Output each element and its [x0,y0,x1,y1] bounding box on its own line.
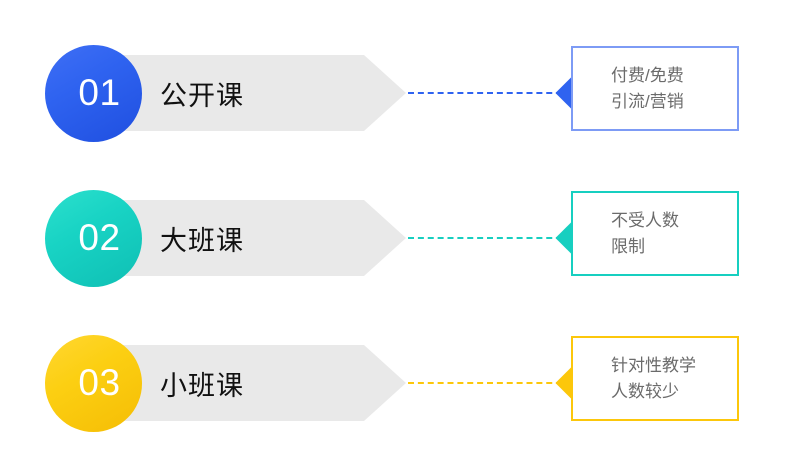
dashed-connector-2 [408,237,572,239]
step-number-1: 01 [78,72,121,113]
callout-line: 付费/免费 [611,65,684,85]
callout-box-2: 不受人数 限制 [571,191,739,276]
callout-line: 人数较少 [611,381,679,401]
callout-line: 引流/营销 [611,91,684,111]
diagram-row-3: 小班课 03 针对性教学 人数较少 [0,330,797,440]
dashed-line-icon [408,237,572,239]
dashed-connector-1 [408,92,572,94]
row-label-1: 公开课 [160,80,244,111]
chevron-bar-3 [100,345,406,421]
step-circle-2[interactable]: 02 [45,190,142,287]
dashed-line-icon [408,92,572,94]
callout-line: 不受人数 [611,210,679,230]
callout-box-3: 针对性教学 人数较少 [571,336,739,421]
diagram-row-1: 公开课 01 付费/免费 引流/营销 [0,40,797,150]
diagram-row-2: 大班课 02 不受人数 限制 [0,185,797,295]
dashed-connector-3 [408,382,572,384]
step-circle-1[interactable]: 01 [45,45,142,142]
row-label-3: 小班课 [160,370,244,401]
chevron-bar-2 [100,200,406,276]
step-circle-3[interactable]: 03 [45,335,142,432]
step-number-2: 02 [78,217,121,258]
dashed-line-icon [408,382,572,384]
step-number-3: 03 [78,362,121,403]
chevron-bar-1 [100,55,406,131]
callout-line: 针对性教学 [611,355,696,375]
row-label-2: 大班课 [160,225,244,256]
callout-line: 限制 [611,236,645,256]
callout-box-1: 付费/免费 引流/营销 [571,46,739,131]
